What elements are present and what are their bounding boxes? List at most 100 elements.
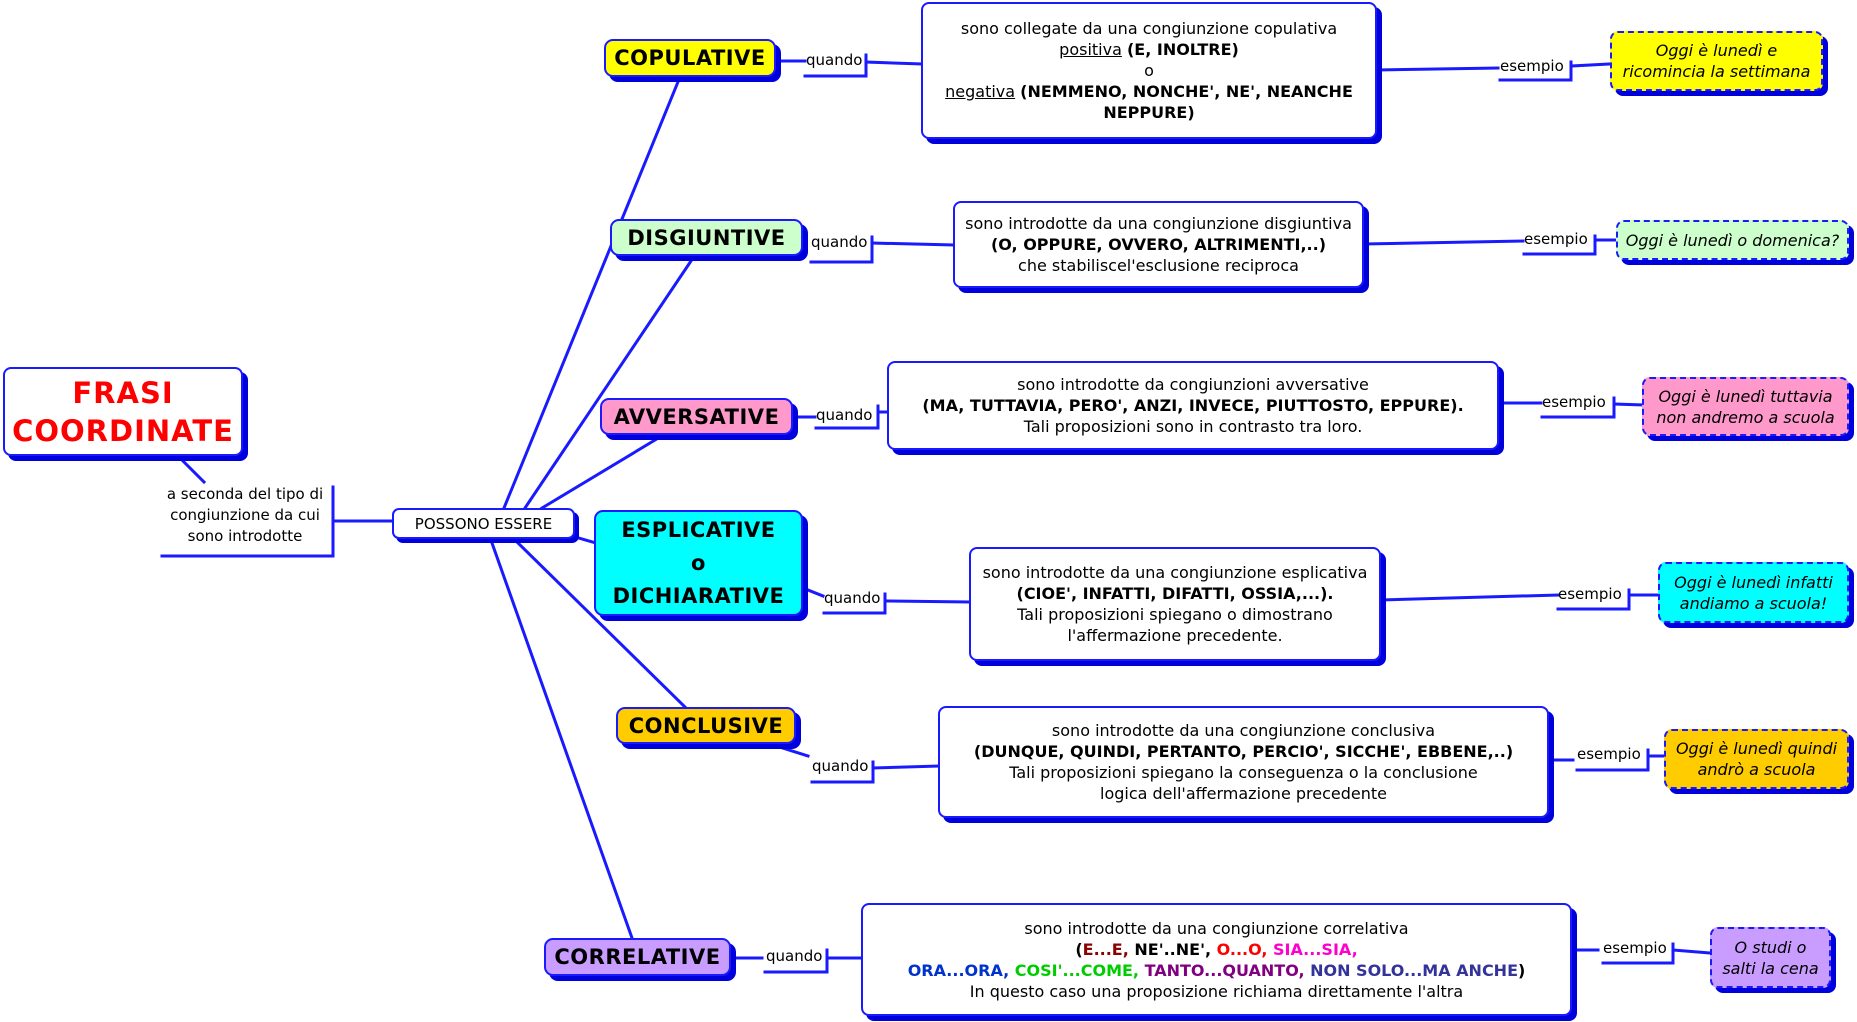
example-conclusive-line-2: andrò a scuola [1697, 760, 1816, 779]
connector-esplicative-desc [883, 599, 971, 604]
desc-copulative-line-5: NEPPURE) [1103, 103, 1195, 122]
example-esplicative-line-2: andiamo a scuola! [1679, 593, 1828, 613]
description-esplicative: sono introdotte da una congiunzione espl… [969, 547, 1381, 661]
example-correlative-line-2: salti la cena [1722, 958, 1819, 978]
category-esplicative-label-2: o [691, 550, 706, 575]
criterion-line-1: a seconda del tipo di [166, 485, 324, 503]
example-disgiuntive-line-1: Oggi è lunedì o domenica? [1625, 230, 1840, 250]
example-conclusive-line-1: Oggi è lunedì quindi [1675, 739, 1838, 758]
desc-disgiuntive-words: (O, OPPURE, OVVERO, ALTRIMENTI,..) [990, 235, 1326, 254]
desc-disgiuntive-line-1: sono introdotte da una congiunzione disg… [965, 214, 1352, 233]
correlative-pair: E...E, [1082, 939, 1129, 959]
correlative-pair: NE'..NE', [1128, 939, 1212, 959]
category-correlative: CORRELATIVE [544, 938, 731, 976]
example-esplicative-line-1: Oggi è lunedì infatti [1674, 572, 1833, 592]
desc-disgiuntive-line-3: che stabiliscel'esclusione reciproca [1018, 256, 1299, 275]
description-copulative: sono collegate da una congiunzione copul… [921, 2, 1377, 139]
connector-copulative-example [1569, 62, 1612, 68]
connector-hub-disgiuntive [522, 255, 696, 511]
desc-conclusive-line-4: logica dell'affermazione precedente [1100, 784, 1387, 803]
connector-criterion-bracket [160, 485, 335, 558]
category-disgiuntive-label: DISGIUNTIVE [627, 225, 786, 250]
desc-conclusive-line-3: Tali proposizioni spiegano la conseguenz… [1009, 763, 1478, 782]
desc-conclusive-words: (DUNQUE, QUINDI, PERTANTO, PERCIO', SICC… [973, 742, 1514, 761]
connector-avversative-example [1612, 402, 1645, 407]
criterion-line-2: congiunzione da cui [170, 506, 320, 524]
when-label-conclusive: quando [812, 757, 869, 775]
desc-conclusive-line-1: sono introdotte da una congiunzione conc… [1051, 721, 1436, 740]
desc-correlative-line-4: In questo caso una proposizione richiama… [969, 981, 1464, 1001]
correlative-pair: SIA...SIA, [1267, 939, 1358, 959]
example-copulative: Oggi è lunedì e ricomincia la settimana [1610, 31, 1823, 91]
connector-esplicative-esempio [1379, 593, 1560, 602]
category-esplicative: ESPLICATIVE o DICHIARATIVE [594, 510, 803, 616]
connector-disgiuntive-when-bracket [809, 235, 874, 264]
when-label-esplicative: quando [824, 589, 881, 607]
correlative-pair: ) [1518, 960, 1526, 980]
connector-conclusive-desc [871, 764, 940, 770]
when-label-disgiuntive: quando [811, 233, 868, 251]
title-line-1: FRASI [72, 375, 174, 410]
desc-correlative-pairs-row-1: (E...E, NE'..NE', O...O, SIA...SIA, [1075, 939, 1357, 960]
correlative-pair: O...O, [1211, 939, 1268, 959]
example-esplicative: Oggi è lunedì infatti andiamo a scuola! [1658, 562, 1849, 623]
category-copulative-label: COPULATIVE [614, 46, 766, 70]
description-conclusive: sono introdotte da una congiunzione conc… [938, 706, 1549, 818]
correlative-pair: ( [1075, 939, 1083, 959]
category-copulative: COPULATIVE [604, 39, 776, 77]
desc-copulative-line-1: sono collegate da una congiunzione copul… [960, 19, 1338, 38]
connector-esplicative-when [801, 586, 825, 598]
connector-hub-copulative [502, 75, 682, 510]
title-node: FRASI COORDINATE [3, 367, 243, 456]
example-label-disgiuntive: esempio [1524, 230, 1588, 248]
desc-copulative-positive-label: positiva [1059, 40, 1122, 59]
desc-correlative-line-1: sono introdotte da una congiunzione corr… [1024, 918, 1409, 938]
desc-avversative-line-1: sono introdotte da congiunzioni avversat… [1017, 375, 1369, 394]
example-label-esplicative: esempio [1558, 585, 1622, 603]
connector-correlative-example [1671, 948, 1712, 955]
hub-node: POSSONO ESSERE [392, 508, 575, 539]
connector-conclusive-when [768, 742, 810, 758]
desc-correlative-pairs-row-2: ORA...ORA, COSI'...COME, TANTO...QUANTO,… [908, 960, 1526, 981]
criterion-line-3: sono introdotte [187, 527, 303, 545]
desc-avversative-words: (MA, TUTTAVIA, PERO', ANZI, INVECE, PIUT… [922, 396, 1464, 415]
desc-esplicative-line-1: sono introdotte da una congiunzione espl… [982, 563, 1368, 582]
example-label-conclusive: esempio [1577, 745, 1641, 763]
when-label-avversative: quando [816, 406, 873, 424]
connector-copulative-desc [864, 60, 923, 66]
description-disgiuntive: sono introdotte da una congiunzione disg… [953, 201, 1364, 288]
desc-copulative-negative-label: negativa [945, 82, 1016, 101]
example-avversative: Oggi è lunedì tuttavia non andremo a scu… [1642, 377, 1849, 436]
correlative-pair: ORA...ORA, [907, 960, 1010, 980]
when-label-copulative: quando [806, 51, 863, 69]
title-line-2: COORDINATE [12, 413, 234, 448]
example-label-avversative: esempio [1542, 393, 1606, 411]
desc-copulative-positive-words: (E, INOLTRE) [1126, 40, 1239, 59]
example-conclusive: Oggi è lunedì quindi andrò a scuola [1664, 729, 1849, 789]
desc-copulative-negative-words: (NEMMENO, NONCHE', NE', NEANCHE [1020, 82, 1353, 101]
description-correlative: sono introdotte da una congiunzione corr… [861, 903, 1572, 1016]
connector-disgiuntive-desc [870, 241, 955, 247]
category-conclusive-label: CONCLUSIVE [628, 713, 784, 738]
desc-esplicative-line-3: Tali proposizioni spiegano o dimostrano [1017, 605, 1333, 624]
connector-disgiuntive-esempio [1362, 239, 1525, 246]
connector-disgiuntive-esempio-bracket [1522, 234, 1597, 256]
example-label-correlative: esempio [1603, 939, 1667, 957]
correlative-pair: NON SOLO...MA ANCHE [1304, 960, 1518, 980]
connector-copulative-esempio-bracket [1498, 60, 1573, 82]
desc-copulative-line-4: negativa (NEMMENO, NONCHE', NE', NEANCHE [945, 81, 1353, 102]
desc-esplicative-words: (CIOE', INFATTI, DIFATTI, OSSIA,...). [1016, 584, 1334, 603]
example-correlative: O studi o salti la cena [1710, 927, 1831, 988]
example-disgiuntive: Oggi è lunedì o domenica? [1616, 220, 1849, 260]
example-avversative-line-2: non andremo a scuola [1656, 407, 1835, 427]
desc-copulative-line-2: positiva (E, INOLTRE) [1059, 39, 1239, 60]
category-esplicative-label-3: DICHIARATIVE [612, 583, 785, 608]
connector-hub-conclusive [515, 540, 688, 710]
category-esplicative-label-1: ESPLICATIVE [621, 517, 776, 542]
example-copulative-line-2: ricomincia la settimana [1622, 62, 1811, 81]
correlative-pair: COSI'...COME, [1009, 960, 1139, 980]
example-avversative-line-1: Oggi è lunedì tuttavia [1658, 386, 1833, 406]
correlative-pair: TANTO...QUANTO, [1139, 960, 1305, 980]
connector-title-criterion [175, 453, 207, 485]
